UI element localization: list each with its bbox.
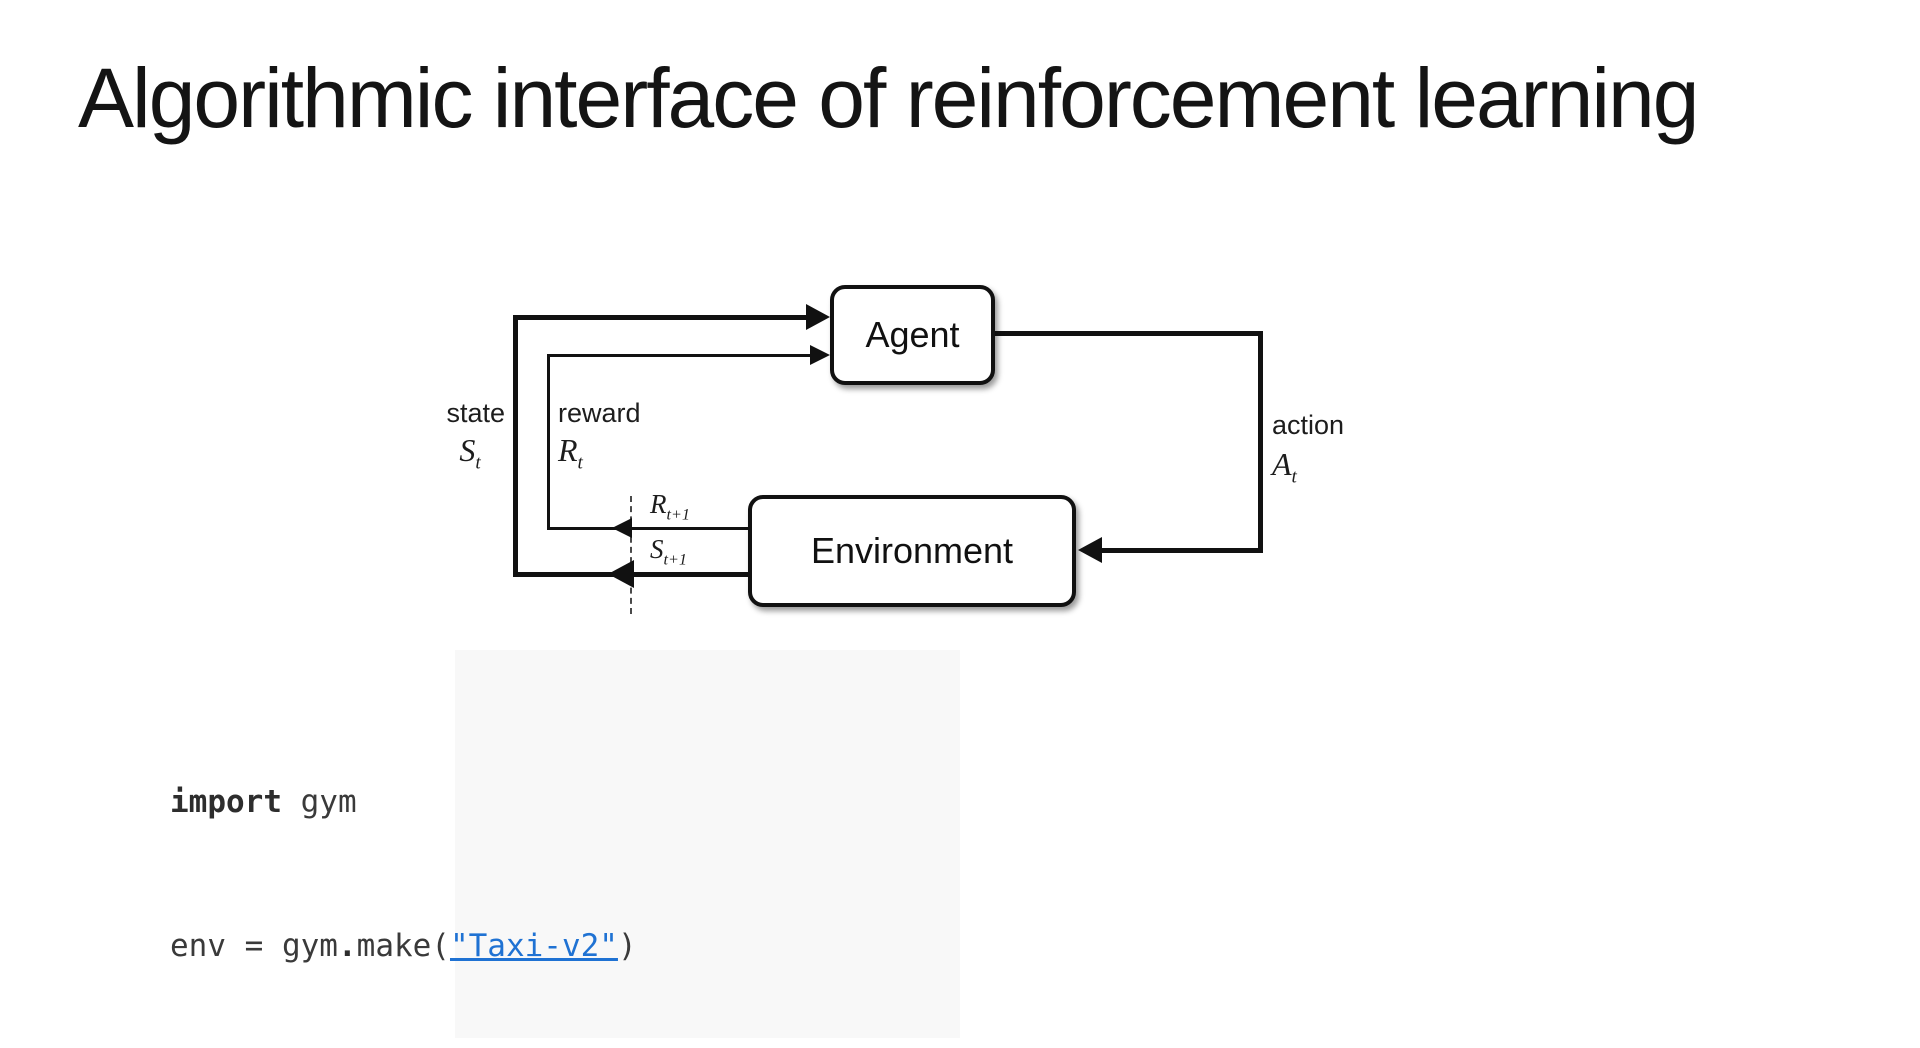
code-backdrop <box>455 650 960 1038</box>
action-line-top <box>995 331 1263 336</box>
action-symbol: At <box>1272 446 1297 488</box>
state-line-vertical <box>513 315 518 577</box>
environment-box: Environment <box>748 495 1076 607</box>
time-boundary-dashed-line <box>630 496 632 614</box>
state-line-top <box>513 315 808 320</box>
reward-symbol: Rt <box>558 432 583 474</box>
state-next-arrowhead-icon <box>608 560 634 588</box>
reward-next-line <box>547 527 749 530</box>
agent-box-label: Agent <box>865 314 960 355</box>
reward-next-symbol: Rt+1 <box>650 489 691 524</box>
state-symbol: St <box>459 432 481 474</box>
reward-label: reward <box>558 398 641 428</box>
reward-arrowhead-icon <box>810 345 830 365</box>
action-label: action <box>1272 410 1345 440</box>
taxi-v2-link[interactable]: "Taxi-v2" <box>449 928 618 964</box>
agent-box: Agent <box>830 285 995 385</box>
state-label: state <box>446 398 505 428</box>
action-line-vertical <box>1258 331 1263 553</box>
state-arrowhead-icon <box>806 304 830 330</box>
code-line-make-env: env = gym.make("Taxi-v2") <box>170 928 637 964</box>
reward-line-vertical <box>547 354 550 530</box>
action-line-bottom <box>1102 548 1263 553</box>
code-line-import: import gym <box>170 784 357 820</box>
code-block: import gym env = gym.make("Taxi-v2") obs… <box>170 682 1178 1048</box>
reward-next-arrowhead-icon <box>612 518 632 538</box>
state-next-symbol: St+1 <box>650 534 688 569</box>
reward-line-top <box>547 354 810 357</box>
environment-box-label: Environment <box>810 530 1014 571</box>
page-title: Algorithmic interface of reinforcement l… <box>78 51 1699 145</box>
action-arrowhead-icon <box>1078 537 1102 563</box>
